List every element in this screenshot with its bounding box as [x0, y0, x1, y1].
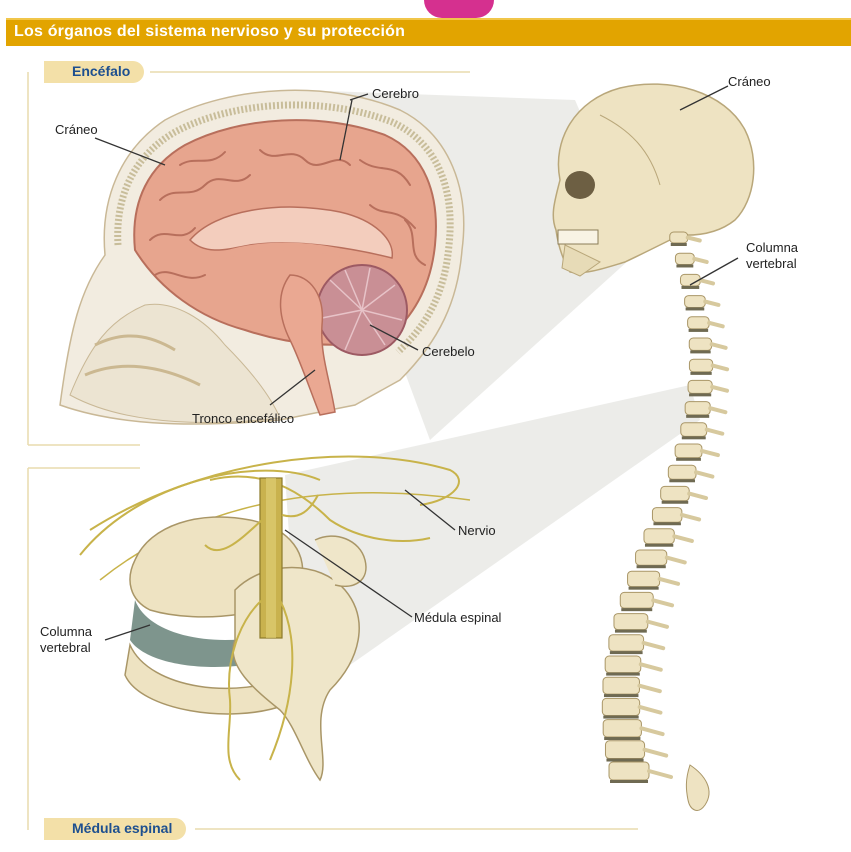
vertebra-process [653, 600, 672, 605]
vertebra [605, 656, 641, 673]
vertebra-process [709, 323, 723, 326]
section-tab-encefalo: Encéfalo [44, 61, 144, 83]
intervertebral-disc [653, 522, 680, 525]
vertebra [681, 423, 707, 437]
intervertebral-disc [637, 565, 666, 568]
vertebra-process [688, 238, 700, 241]
intervertebral-disc [604, 694, 638, 697]
vertebra [689, 338, 711, 350]
vertebra [670, 232, 688, 243]
vertebra [675, 253, 694, 264]
sacrum [686, 765, 709, 810]
vertebra-process [649, 771, 671, 777]
intervertebral-disc [681, 286, 699, 289]
intervertebral-disc [676, 264, 693, 267]
intervertebral-disc [606, 673, 640, 676]
intervertebral-disc [682, 436, 706, 439]
vertebra-process [645, 750, 667, 756]
vertebra [605, 741, 644, 759]
vertebra [689, 359, 712, 372]
vertebra [685, 296, 706, 308]
label-craneo-skull: Cráneo [728, 74, 771, 90]
vertebra [636, 550, 667, 565]
intervertebral-disc [689, 393, 711, 396]
vertebra-process [689, 494, 706, 498]
intervertebral-disc [645, 544, 673, 547]
intervertebral-disc [606, 759, 643, 762]
vertebra [675, 444, 702, 458]
vertebra-process [712, 387, 727, 391]
label-nervio: Nervio [458, 523, 496, 539]
vertebra-process [682, 515, 699, 520]
skull [553, 84, 753, 276]
label-columna-vertebral-right: Columnavertebral [746, 240, 798, 272]
spine-column [602, 232, 727, 810]
vertebra-process [644, 643, 664, 648]
vertebra [628, 571, 660, 586]
vertebra-process [667, 558, 685, 563]
intervertebral-disc [610, 651, 643, 654]
intervertebral-disc [604, 737, 640, 740]
vertebra-process [713, 366, 727, 370]
vertebra-process [674, 536, 692, 541]
vertebra-process [702, 451, 718, 455]
vertebra-process [707, 430, 723, 434]
intervertebral-disc [669, 479, 695, 482]
label-medula-espinal: Médula espinal [414, 610, 501, 626]
label-cerebro: Cerebro [372, 86, 419, 102]
vertebra [688, 317, 710, 329]
intervertebral-disc [690, 350, 710, 353]
section-tab-medula: Médula espinal [44, 818, 186, 840]
intervertebral-disc [690, 372, 711, 375]
intervertebral-disc [689, 329, 709, 332]
vertebra [685, 402, 710, 415]
label-craneo-head: Cráneo [55, 122, 98, 138]
vertebra-process [640, 707, 661, 713]
intervertebral-disc [686, 415, 709, 418]
vertebra [661, 486, 690, 500]
vertebra [668, 465, 696, 479]
label-cerebelo: Cerebelo [422, 344, 475, 360]
vertebra-process [700, 280, 713, 283]
intervertebral-disc [676, 458, 701, 461]
vertebra [620, 592, 653, 608]
vertebra [609, 635, 644, 651]
intervertebral-disc [621, 608, 652, 611]
vertebra-process [710, 408, 725, 412]
vertebra [603, 720, 641, 737]
intervertebral-disc [686, 307, 705, 310]
intervertebral-disc [662, 501, 689, 504]
head-section [60, 90, 464, 424]
vertebra [603, 677, 639, 694]
intervertebral-disc [671, 243, 687, 246]
vertebra [688, 380, 712, 393]
label-tronco-encefalico: Tronco encefálico [192, 411, 294, 427]
label-columna-vertebral-left: Columnavertebral [40, 624, 92, 656]
vertebra-process [641, 664, 661, 669]
vertebra-process [705, 302, 718, 305]
vertebra [602, 698, 639, 715]
vertebra [652, 508, 681, 523]
vertebra-process [696, 472, 712, 476]
vertebra-process [694, 259, 706, 262]
vertebra-process [639, 686, 659, 692]
vertebra [644, 529, 674, 544]
intervertebral-disc [603, 716, 638, 719]
vertebra-process [712, 344, 726, 348]
vertebra [614, 614, 648, 630]
vertebra-process [648, 622, 667, 627]
vertebra-process [660, 579, 678, 584]
intervertebral-disc [615, 630, 647, 633]
vertebra-process [641, 728, 662, 734]
vertebra [609, 762, 649, 780]
intervertebral-disc [610, 780, 648, 783]
intervertebral-disc [629, 587, 659, 590]
